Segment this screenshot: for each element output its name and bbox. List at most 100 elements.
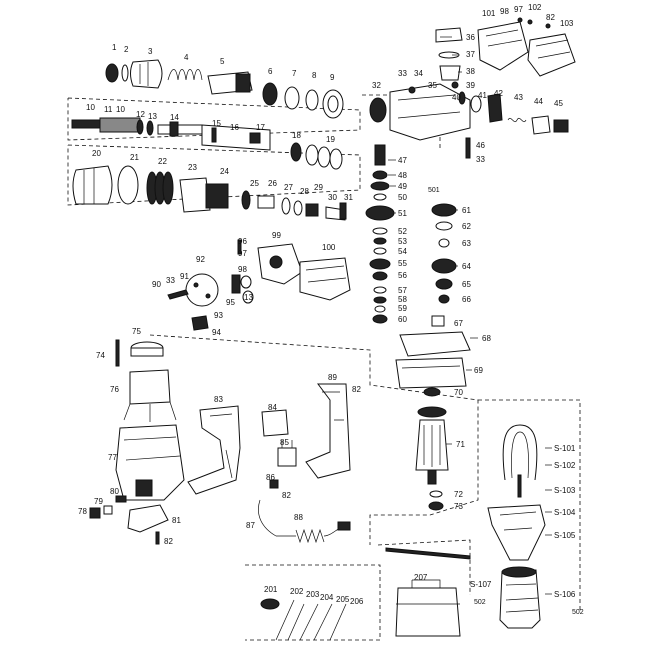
label-33c: 33 (166, 276, 175, 285)
label-s106: S-106 (554, 590, 576, 599)
label-51: 51 (398, 209, 407, 218)
label-15: 15 (212, 119, 221, 128)
part-66-ring (438, 294, 450, 304)
part-1-ring (105, 63, 119, 83)
part-93-key (191, 315, 209, 331)
label-1: 1 (112, 43, 117, 52)
part-70-bearing (423, 387, 441, 397)
label-10b: 10 (116, 105, 125, 114)
label-82a: 82 (164, 537, 173, 546)
label-52: 52 (398, 227, 407, 236)
label-88: 88 (294, 513, 303, 522)
label-4: 4 (184, 53, 189, 62)
label-203: 203 (306, 590, 320, 599)
label-75: 75 (132, 327, 141, 336)
label-16: 16 (230, 123, 239, 132)
label-94: 94 (212, 328, 221, 337)
part-59-washer (374, 305, 386, 313)
part-23-clutch (179, 177, 211, 213)
part-16-tube (201, 124, 271, 151)
part-42-cover (487, 93, 503, 123)
part-84-cable-clamp (261, 409, 289, 437)
label-9: 9 (330, 73, 335, 82)
accessory-parts (260, 579, 461, 641)
label-61: 61 (462, 206, 471, 215)
part-39-ball (451, 81, 459, 89)
part-90-pin (167, 289, 189, 300)
part-3-chuck-sleeve (130, 59, 163, 89)
label-87: 87 (246, 521, 255, 530)
part-57-ring (373, 286, 387, 294)
label-24: 24 (220, 167, 229, 176)
part-83-handle-left (187, 405, 241, 495)
label-48: 48 (398, 171, 407, 180)
part-79-brush (103, 505, 113, 515)
label-29: 29 (314, 183, 323, 192)
label-35: 35 (428, 81, 437, 90)
part-72-washer (429, 490, 443, 498)
part-63-washer (438, 238, 450, 248)
label-54: 54 (398, 247, 407, 256)
label-202: 202 (290, 587, 304, 596)
part-11-spindle (99, 117, 141, 133)
gear-housing (369, 17, 576, 159)
label-18: 18 (292, 131, 301, 140)
label-69: 69 (474, 366, 483, 375)
part-203-chisel (287, 603, 305, 641)
label-50: 50 (398, 193, 407, 202)
part-78-brush-holder (89, 507, 101, 519)
part-73-bearing (428, 501, 444, 511)
part-8-washer (305, 89, 319, 111)
label-s105: S-105 (554, 531, 576, 540)
label-82c: 82 (352, 385, 361, 394)
part-102-screw (517, 17, 523, 23)
part-61-gear (431, 203, 457, 217)
part-14-shaft (157, 124, 203, 135)
part-86-clamp (269, 479, 279, 489)
part-87-cable-guard (258, 499, 277, 537)
label-96: 96 (238, 237, 247, 246)
label-22: 22 (158, 157, 167, 166)
label-s103: S-103 (554, 486, 576, 495)
label-34: 34 (414, 69, 423, 78)
label-33b: 33 (476, 155, 485, 164)
label-70: 70 (454, 388, 463, 397)
gear-stack-left (365, 144, 395, 324)
part-201-grease (260, 598, 280, 610)
part-17-key (249, 132, 261, 144)
label-83: 83 (214, 395, 223, 404)
part-25-ring (241, 190, 251, 210)
label-68: 68 (482, 334, 491, 343)
part-45-plunger (553, 119, 569, 133)
part-12-ring (136, 119, 144, 135)
motor-parts (395, 331, 471, 511)
part-32-seal (369, 97, 387, 123)
label-20: 20 (92, 149, 101, 158)
part-65-bearing (435, 278, 453, 290)
part-97-screw (527, 19, 533, 25)
part-205-drill-bit (313, 603, 333, 641)
gear-stack-right (431, 203, 457, 327)
part-36-knob (435, 27, 463, 43)
label-5: 5 (220, 57, 225, 66)
label-64: 64 (462, 262, 471, 271)
label-31: 31 (344, 193, 353, 202)
label-36: 36 (466, 33, 475, 42)
part-76-stator (129, 369, 171, 405)
part-96-screw (237, 239, 242, 255)
label-28: 28 (300, 187, 309, 196)
part-24-gear (205, 183, 229, 209)
part-44-lever (531, 115, 551, 135)
part-202-chisel (275, 599, 295, 641)
part-69-intermediate-flange (395, 357, 467, 389)
part-56-bearing (372, 271, 388, 281)
label-10a: 10 (86, 103, 95, 112)
label-26: 26 (268, 179, 277, 188)
label-97b: 97 (514, 5, 523, 14)
group-frames (67, 94, 581, 641)
shaft-parts-row1 (105, 59, 344, 119)
label-14: 14 (170, 113, 179, 122)
label-91: 91 (180, 272, 189, 281)
label-90: 90 (152, 280, 161, 289)
